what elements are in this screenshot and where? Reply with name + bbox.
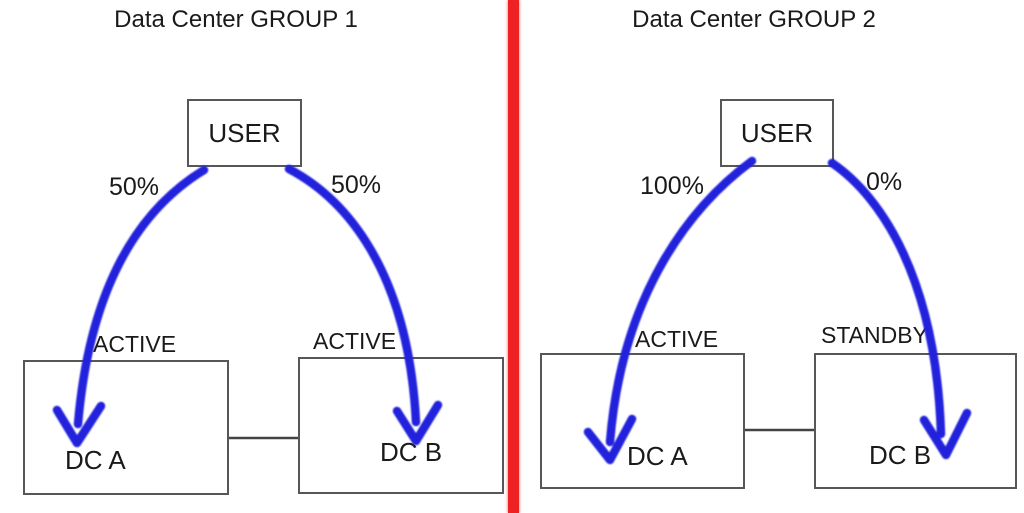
group1-dca-status: ACTIVE — [93, 331, 177, 357]
group2-dcb-name: DC B — [869, 440, 932, 470]
group1-dcb-percent: 50% — [331, 171, 382, 199]
group2-dca-name: DC A — [627, 441, 688, 471]
group1-dcb-name: DC B — [380, 437, 443, 467]
group1-dca-node: DC A — [23, 360, 229, 495]
group2-user-node: USER — [720, 99, 834, 167]
group1-dcb-node: DC B — [298, 357, 504, 494]
group2-dca-percent: 100% — [640, 172, 704, 200]
group1-user-label: USER — [208, 117, 281, 148]
group2-user-label: USER — [740, 117, 814, 148]
group2-dcb-node: DC B — [814, 353, 1017, 489]
group2-title: Data Center GROUP 2 — [632, 6, 876, 33]
group1-user-node: USER — [187, 99, 302, 167]
group2-dca-node: DC A — [540, 353, 745, 489]
group1-dca-percent: 50% — [109, 173, 160, 201]
group1-title: Data Center GROUP 1 — [114, 6, 358, 33]
group2-dcb-percent: 0% — [866, 168, 903, 196]
group1-dca-name: DC A — [65, 445, 126, 475]
group2-dca-status: ACTIVE — [635, 326, 719, 352]
group-divider-line — [508, 0, 519, 513]
group2-dcb-status: STANDBY — [821, 322, 928, 348]
group1-dcb-status: ACTIVE — [313, 328, 397, 354]
